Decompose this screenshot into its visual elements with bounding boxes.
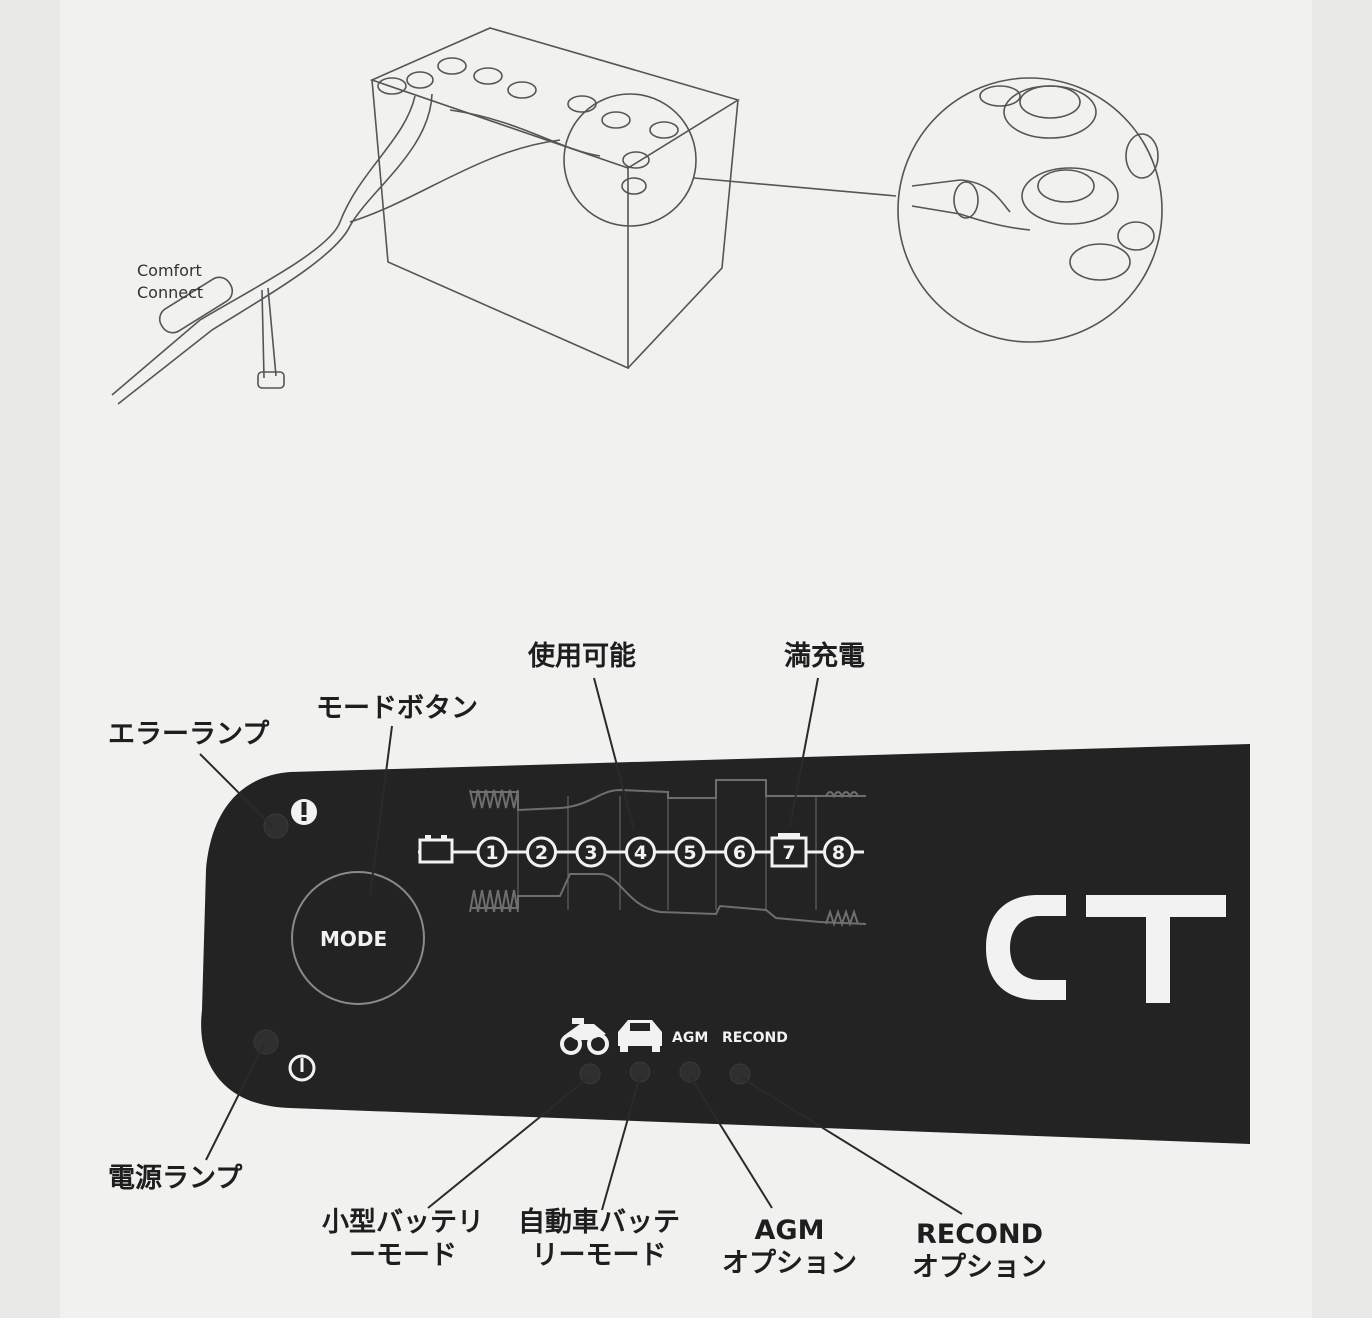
step-3-label: 3 (584, 842, 597, 864)
battery-icon (418, 835, 454, 864)
battery-side-face (627, 99, 739, 369)
step-1-indicator (476, 836, 508, 868)
small-battery-mode-lamp (579, 1063, 601, 1085)
detail-circle-small (563, 93, 697, 227)
charging-cable (111, 95, 416, 396)
detail-circle-large (897, 77, 1163, 343)
step-4-indicator (625, 836, 656, 868)
step-7-indicator (770, 836, 808, 868)
step-7-label: 7 (782, 842, 795, 864)
comfort-connect-label-line2: Connect (137, 283, 204, 302)
callout-car-battery-mode-line1: 自動車バッテ (518, 1207, 680, 1238)
callout-car-battery-mode: 自動車バッテ リーモード (518, 1206, 680, 1272)
step-indicators: 1 2 3 4 5 6 7 8 (476, 833, 854, 868)
step-2-label: 2 (535, 842, 548, 864)
motorcycle-icon (560, 1018, 609, 1055)
callout-small-battery-mode-line1: 小型バッテリ (322, 1207, 484, 1238)
error-lamp (263, 813, 289, 839)
callout-error-lamp: エラーランプ (108, 719, 270, 750)
callout-ready: 使用可能 (528, 641, 636, 672)
step-1-label: 1 (485, 842, 498, 864)
comfort-connect-label-line1: Comfort (137, 261, 202, 280)
step-8-indicator (823, 836, 854, 868)
brand-logo (986, 895, 1226, 1003)
step-6-label: 6 (733, 842, 746, 864)
battery-front-face (371, 79, 629, 370)
comfort-connect-plug (158, 276, 234, 334)
callout-agm-option-line2: オプション (722, 1248, 857, 1279)
step-4-label: 4 (634, 842, 647, 864)
car-icon (618, 1020, 662, 1052)
error-icon (291, 799, 317, 825)
callout-agm-option-line1: AGM (754, 1215, 825, 1246)
callout-recond-option-line1: RECOND (915, 1219, 1043, 1250)
callout-small-battery-mode: 小型バッテリ ーモード (322, 1206, 484, 1272)
power-icon (288, 1054, 316, 1082)
agm-label: AGM (672, 1030, 709, 1046)
step-6-indicator (724, 836, 755, 868)
step-5-indicator (674, 836, 706, 868)
step-5-label: 5 (683, 842, 696, 864)
callout-full-charge: 満充電 (784, 641, 865, 672)
step-7-battery-cap (778, 833, 800, 838)
mode-button-label[interactable]: MODE (320, 927, 388, 951)
charge-profile-curves (469, 779, 867, 928)
callout-car-battery-mode-line2: リーモード (531, 1240, 667, 1271)
power-lamp (253, 1029, 279, 1055)
step-3-indicator (575, 836, 607, 868)
callout-power-lamp: 電源ランプ (108, 1163, 243, 1194)
recond-label: RECOND (722, 1030, 788, 1046)
charger-panel (201, 744, 1251, 1144)
agm-option-lamp (679, 1061, 701, 1083)
callout-agm-option: AGM オプション (722, 1214, 857, 1280)
callout-recond-option-line2: オプション (912, 1252, 1047, 1283)
car-battery-mode-lamp (629, 1061, 651, 1083)
callout-small-battery-mode-line2: ーモード (349, 1240, 457, 1271)
callout-recond-option: RECOND オプション (912, 1218, 1047, 1284)
step-8-label: 8 (832, 842, 845, 864)
callout-mode-button: モードボタン (316, 693, 478, 724)
mode-button[interactable] (291, 871, 425, 1005)
comfort-connect-label: Comfort Connect (137, 260, 203, 304)
leader-lines (199, 677, 963, 1215)
terminal-detail (911, 85, 1159, 281)
battery-illustration (111, 27, 1163, 405)
battery-terminals (377, 57, 679, 195)
step-2-indicator (526, 836, 557, 868)
